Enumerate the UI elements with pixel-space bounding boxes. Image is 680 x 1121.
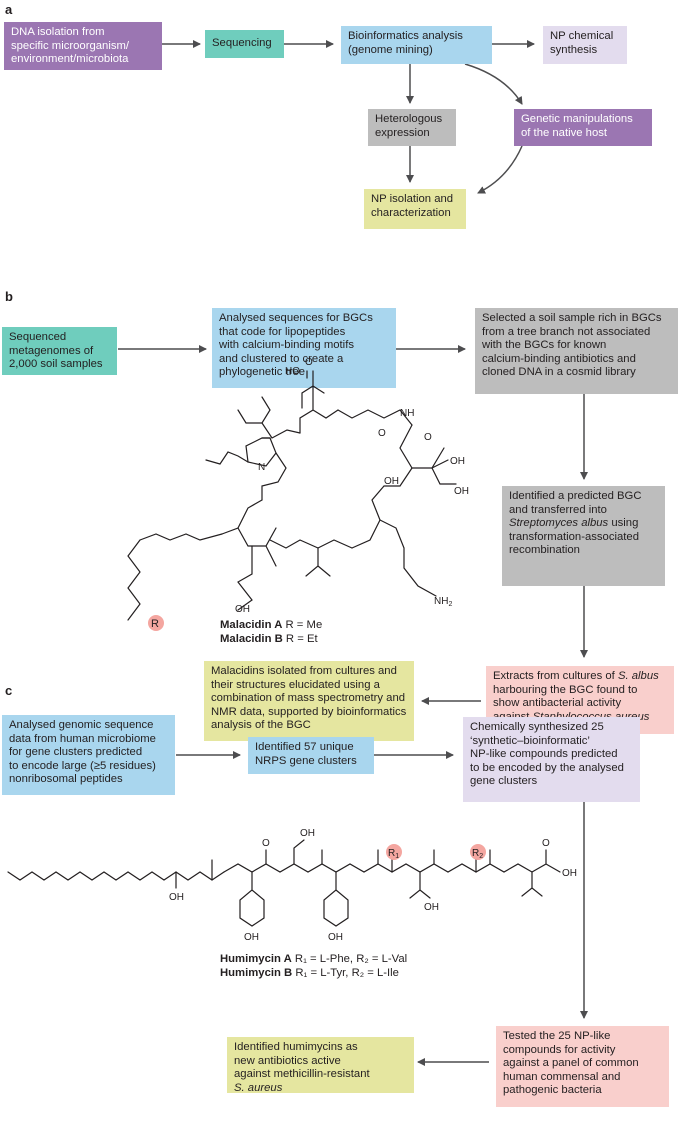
box-identified-bgc: Identified a predicted BGC and transferr…: [502, 486, 665, 586]
malacidin-b-caption: Malacidin B R = Et: [220, 633, 318, 647]
chem-label-o-2: O: [424, 432, 432, 443]
humimycin-r1-highlight: [386, 844, 402, 860]
box-analysed-sequences: Analysed sequences for BGCs that code fo…: [212, 308, 396, 388]
box-genetic-manipulations: Genetic manipulations of the native host: [514, 109, 652, 146]
box-np-isolation: NP isolation and characterization: [364, 189, 466, 229]
malacidin-a-name: Malacidin A: [220, 619, 283, 631]
identified-text-2: using transformation-associated recombin…: [509, 517, 639, 557]
humimycin-b-r: R₁ = L-Tyr, R₂ = L-Ile: [295, 967, 399, 979]
chem-label-o-1: O: [305, 357, 313, 368]
extracts-species-1: S. albus: [617, 670, 659, 682]
humi-label-oh-1: OH: [169, 892, 184, 903]
arrow-genetic-to-isolation: [477, 145, 523, 194]
humimycin-b-name: Humimycin B: [220, 967, 293, 979]
box-selected-soil-sample: Selected a soil sample rich in BGCs from…: [475, 308, 678, 394]
malacidin-r-highlight: [148, 615, 164, 631]
humi-label-oh-2: OH: [300, 828, 315, 839]
chem-label-ho-1: HO: [285, 366, 300, 377]
malacidin-b-name: Malacidin B: [220, 633, 283, 645]
chem-label-nh-1: NH: [400, 408, 414, 419]
box-analysed-genomic: Analysed genomic sequence data from huma…: [2, 715, 175, 795]
malacidin-r-label: R: [151, 618, 159, 630]
malacidin-a-r: R = Me: [285, 619, 323, 631]
box-dna-isolation: DNA isolation from specific microorganis…: [4, 22, 162, 70]
identified-species: Streptomyces albus: [509, 517, 609, 530]
arrow-bioinformatics-to-genetic: [464, 63, 523, 105]
humi-label-oh-5: OH: [424, 902, 439, 913]
chem-label-oh-4: OH: [235, 604, 250, 615]
box-np-chemical-synthesis: NP chemical synthesis: [543, 26, 627, 64]
humi-label-o-2: O: [542, 838, 550, 849]
humimycins-species: S. aureus: [234, 1081, 283, 1094]
panel-label-c: c: [5, 683, 13, 698]
chem-label-oh-2: OH: [454, 486, 469, 497]
humimycin-r2-highlight: [470, 844, 486, 860]
humimycins-text: Identified humimycins as new antibiotics…: [234, 1041, 370, 1081]
panel-label-b: b: [5, 289, 13, 304]
extracts-text-1: Extracts from cultures of: [493, 670, 618, 682]
humimycin-a-caption: Humimycin A R₁ = L-Phe, R₂ = L-Val: [220, 953, 407, 967]
box-tested-compounds: Tested the 25 NP-like compounds for acti…: [496, 1026, 669, 1107]
box-sequencing: Sequencing: [205, 30, 284, 58]
box-identified-humimycins: Identified humimycins as new antibiotics…: [227, 1037, 414, 1094]
humimycin-b-caption: Humimycin B R₁ = L-Tyr, R₂ = L-Ile: [220, 967, 399, 981]
humimycin-r2-label: R2: [472, 848, 483, 860]
panel-label-a: a: [5, 2, 13, 17]
malacidin-a-caption: Malacidin A R = Me: [220, 619, 322, 633]
chem-label-oh-1: OH: [450, 456, 465, 467]
humi-label-oh-6: OH: [562, 868, 577, 879]
identified-text-1: Identified a predicted BGC and transferr…: [509, 490, 642, 516]
humi-label-o-1: O: [262, 838, 270, 849]
box-heterologous-expression: Heterologous expression: [368, 109, 456, 146]
malacidin-b-r: R = Et: [285, 633, 318, 645]
box-chemically-synthesized: Chemically synthesized 25 ‘synthetic–bio…: [463, 717, 640, 802]
chem-label-n-1: N: [258, 462, 265, 473]
humi-label-oh-4: OH: [328, 932, 343, 943]
extracts-text-2: harbouring the BGC found to show antibac…: [493, 683, 638, 722]
chem-label-o-3: O: [378, 428, 386, 439]
humi-label-oh-3: OH: [244, 932, 259, 943]
box-sequenced-metagenomes: Sequenced metagenomes of 2,000 soil samp…: [2, 327, 117, 375]
box-identified-nrps: Identified 57 unique NRPS gene clusters: [248, 737, 374, 774]
humimycin-a-r: R₁ = L-Phe, R₂ = L-Val: [294, 953, 408, 965]
chem-label-nh2: NH2: [434, 596, 452, 608]
humimycin-r1-label: R1: [388, 848, 399, 860]
box-bioinformatics: Bioinformatics analysis (genome mining): [341, 26, 492, 64]
chem-label-oh-3: OH: [384, 476, 399, 487]
humimycin-a-name: Humimycin A: [220, 953, 292, 965]
box-malacidins-isolated: Malacidins isolated from cultures and th…: [204, 661, 414, 741]
